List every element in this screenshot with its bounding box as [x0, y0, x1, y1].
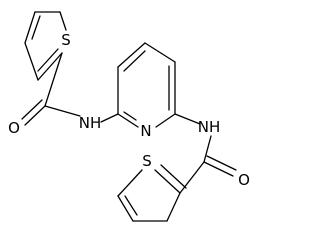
oxygen-atom-bottom: O [238, 171, 250, 189]
thiophene-ring-bottom [117, 164, 187, 222]
chemical-structure: S O NH N NH S O [8, 11, 250, 222]
bond [37, 52, 63, 81]
amide-nitrogen-top: NH [79, 114, 102, 132]
bond [123, 111, 137, 121]
bond [144, 42, 176, 63]
amide-linkage-top [21, 52, 119, 126]
bond [44, 105, 81, 117]
bond [37, 48, 59, 72]
bond [24, 105, 46, 126]
bond [117, 113, 139, 128]
bond [117, 169, 143, 197]
bond [203, 135, 212, 163]
bond [179, 161, 205, 194]
bond [31, 15, 41, 40]
bond [24, 11, 36, 44]
sulfur-atom-bottom: S [142, 152, 152, 170]
bond [155, 113, 176, 128]
bond [21, 99, 43, 120]
bond [203, 161, 234, 177]
bond [117, 195, 134, 222]
bond [100, 113, 119, 123]
pyridine-ring [117, 42, 176, 128]
bond [154, 169, 181, 194]
bond [174, 113, 201, 125]
oxygen-atom-top: O [8, 119, 20, 137]
bond [24, 42, 39, 81]
bond [160, 164, 187, 189]
pyridine-nitrogen: N [140, 122, 151, 140]
amide-linkage-bottom [174, 113, 237, 194]
thiophene-ring-top [24, 11, 67, 81]
bond [166, 192, 181, 222]
bond [59, 11, 67, 31]
bond [123, 50, 146, 72]
bond [44, 52, 63, 107]
bond [206, 155, 237, 171]
amide-nitrogen-bottom: NH [198, 118, 221, 136]
sulfur-atom-top: S [61, 31, 71, 49]
bond [124, 195, 138, 216]
bond [117, 42, 146, 68]
